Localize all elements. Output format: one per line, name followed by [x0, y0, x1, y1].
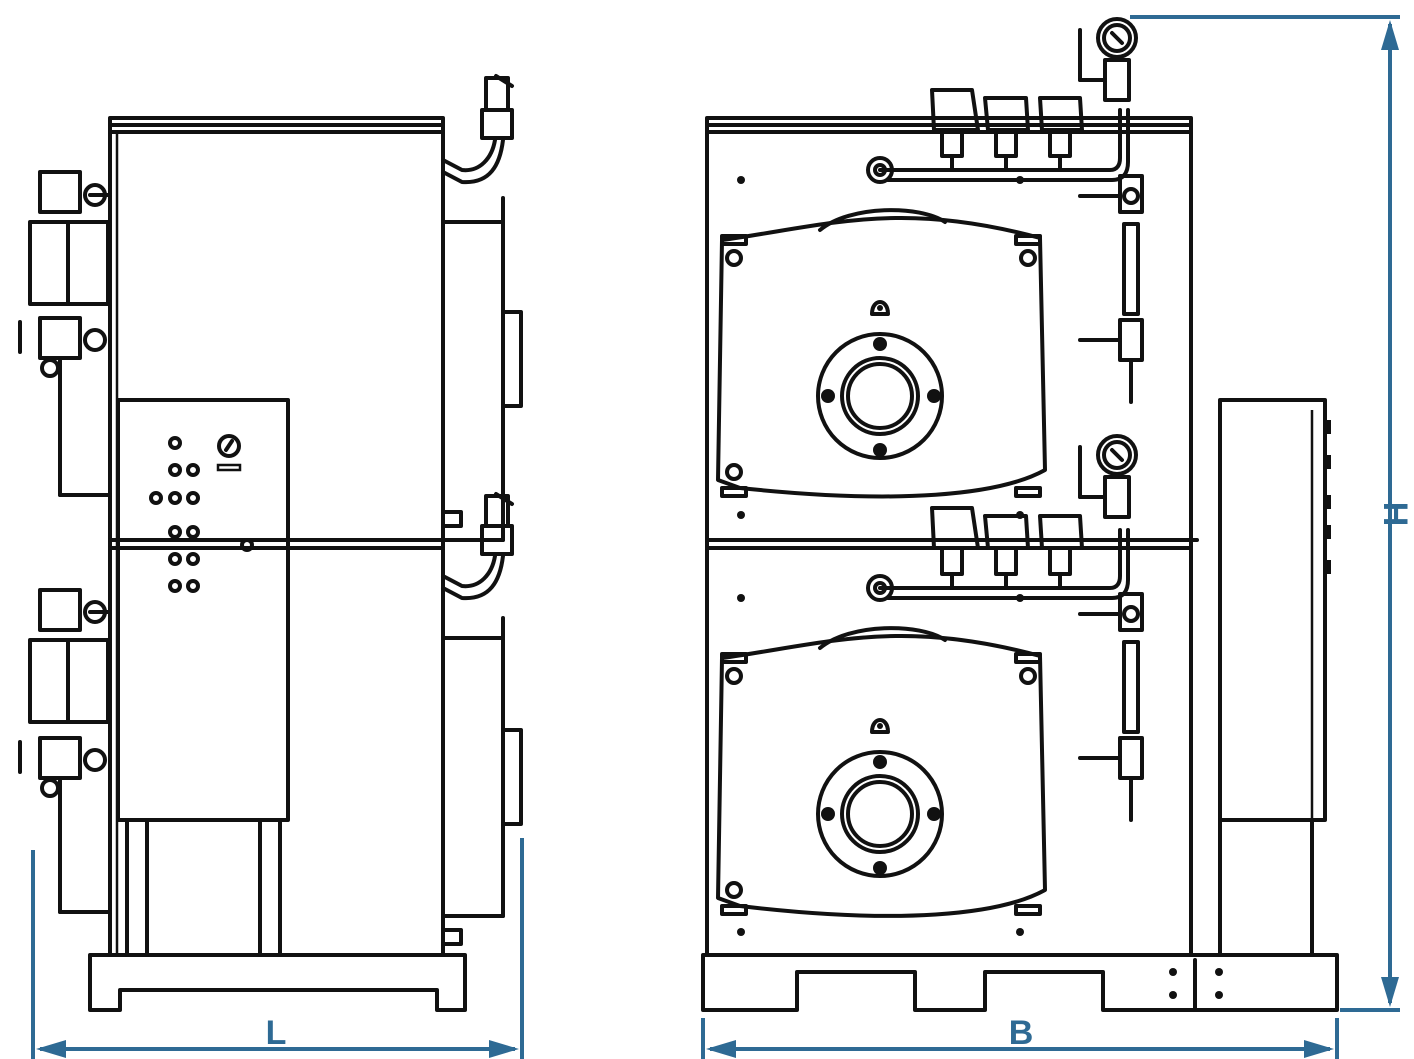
lower-pressure-switches [866, 506, 1199, 602]
upper-burner-flange [816, 332, 944, 460]
dimension-height: H [1130, 15, 1414, 1012]
lower-sight-glass [1078, 592, 1144, 822]
dimension-length: L [31, 838, 524, 1059]
front-view [701, 17, 1339, 1012]
upper-pressure-switches [866, 88, 1130, 184]
upper-burner-front [716, 208, 1047, 499]
side-top-rim [108, 116, 445, 134]
side-view [18, 74, 523, 1012]
lower-burner-side [441, 616, 523, 918]
indicator-lamps [149, 436, 254, 593]
upper-safety-valve [441, 74, 514, 185]
side-drain-stub [441, 928, 463, 946]
main-switch-icon [216, 434, 242, 472]
front-base-pallet [701, 953, 1339, 1012]
lower-burner-front [716, 626, 1047, 918]
dimension-lines: L B H [31, 15, 1414, 1059]
dimension-label-length: L [266, 1014, 287, 1052]
dimension-label-height: H [1376, 502, 1414, 527]
upper-pressure-gauge [1078, 17, 1138, 102]
control-cabinet-door [116, 398, 290, 822]
lower-burner-flange [816, 750, 944, 878]
upper-burner-side [441, 196, 523, 542]
side-base-skid [88, 953, 467, 1012]
dimension-width: B [701, 1014, 1339, 1059]
side-electric-box [1218, 398, 1331, 957]
dimension-label-width: B [1009, 1014, 1034, 1052]
lower-safety-valve [441, 492, 514, 601]
upper-level-gauge [18, 170, 112, 497]
lower-pressure-gauge [1078, 434, 1138, 519]
lower-level-gauge [18, 588, 112, 914]
upper-sight-glass [1078, 174, 1144, 404]
control-cabinet [116, 398, 290, 957]
